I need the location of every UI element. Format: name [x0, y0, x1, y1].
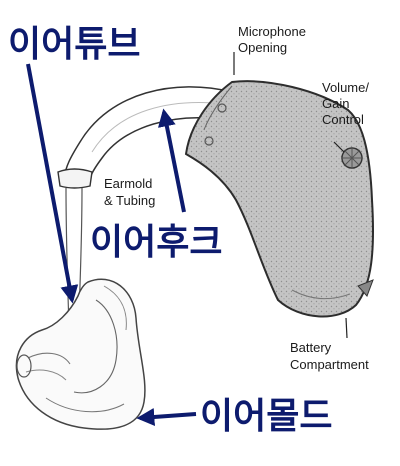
microphone-label-line1: Microphone	[238, 24, 306, 39]
earmold-tubing-label: Earmold & Tubing	[104, 176, 156, 208]
ear-tube-arrow	[26, 63, 79, 304]
volume-label-line2: Gain	[322, 96, 349, 111]
volume-label: Volume/ Gain Control	[322, 80, 373, 127]
volume-wheel	[341, 147, 363, 169]
earmold-tubing-line2: & Tubing	[104, 193, 155, 208]
volume-label-line1: Volume/	[322, 80, 369, 95]
hearing-aid-body	[184, 80, 374, 318]
earmold	[15, 278, 146, 430]
microphone-label: Microphone Opening	[238, 24, 310, 55]
volume-label-line3: Control	[322, 112, 364, 127]
ear-tube-label: 이어튜브	[8, 24, 140, 65]
battery-label-line2: Compartment	[290, 357, 369, 372]
battery-label: Battery Compartment	[290, 340, 369, 372]
ear-hook-label: 이어후크	[90, 222, 222, 263]
battery-label-line1: Battery	[290, 340, 332, 355]
ear-hook	[63, 86, 233, 179]
ear-mold-arrow	[136, 407, 197, 426]
ear-hook-arrow	[157, 108, 186, 213]
label-arrows	[26, 63, 197, 426]
earmold-tubing-line1: Earmold	[104, 176, 152, 191]
microphone-label-line2: Opening	[238, 40, 287, 55]
ear-mold-label: 이어몰드	[200, 396, 332, 437]
label-leaders	[233, 52, 348, 339]
